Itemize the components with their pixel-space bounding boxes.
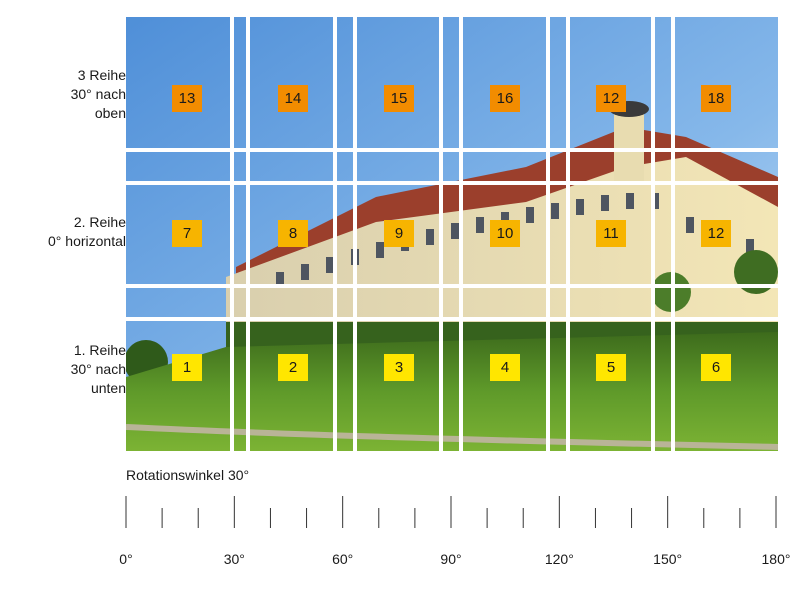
panorama-photo bbox=[126, 17, 778, 451]
tile-number-7: 7 bbox=[172, 220, 202, 247]
tile-number-5: 5 bbox=[596, 354, 626, 381]
row-label-bottom: 1. Reihe 30° nach unten bbox=[70, 342, 126, 396]
tile-number-18: 18 bbox=[701, 85, 731, 112]
scale-tick-label: 150° bbox=[653, 551, 683, 567]
panorama-illustration bbox=[126, 17, 778, 451]
tile-number-13: 13 bbox=[172, 85, 202, 112]
row-label-top: 3 Reihe 30° nach oben bbox=[70, 67, 126, 121]
tile-number-6: 6 bbox=[701, 354, 731, 381]
tile-number-9: 9 bbox=[384, 220, 414, 247]
rotation-angle-title: Rotationswinkel 30° bbox=[126, 467, 250, 483]
tile-number-1: 1 bbox=[172, 354, 202, 381]
tile-number-8: 8 bbox=[278, 220, 308, 247]
tile-number-15: 15 bbox=[384, 85, 414, 112]
tile-number-10: 10 bbox=[490, 220, 520, 247]
tile-number-2: 2 bbox=[278, 354, 308, 381]
scale-tick-label: 90° bbox=[440, 551, 462, 567]
tile-number-11: 11 bbox=[596, 220, 626, 247]
tile-number-12: 12 bbox=[596, 85, 626, 112]
scale-tick-label: 30° bbox=[223, 551, 245, 567]
tile-number-4: 4 bbox=[490, 354, 520, 381]
scale-tick-label: 0° bbox=[119, 551, 133, 567]
scale-tick-label: 180° bbox=[761, 551, 791, 567]
tile-number-12: 12 bbox=[701, 220, 731, 247]
tile-number-14: 14 bbox=[278, 85, 308, 112]
angle-scale bbox=[125, 496, 777, 528]
tile-number-3: 3 bbox=[384, 354, 414, 381]
scale-tick-label: 120° bbox=[544, 551, 574, 567]
tile-number-16: 16 bbox=[490, 85, 520, 112]
row-label-middle: 2. Reihe 0° horizontal bbox=[48, 214, 126, 249]
scale-tick-label: 60° bbox=[332, 551, 354, 567]
